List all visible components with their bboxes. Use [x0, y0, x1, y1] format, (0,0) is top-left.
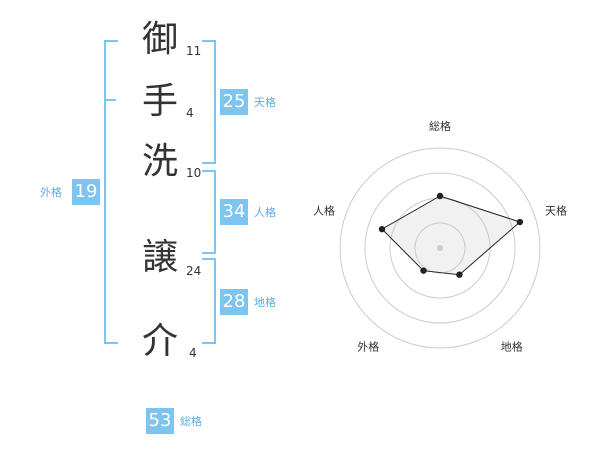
name-char-1: 御	[141, 19, 178, 60]
radar-axis-label-2: 天格	[545, 203, 567, 217]
radar-point-2	[516, 218, 524, 226]
chikaku-score: 28	[220, 289, 248, 315]
stroke-count-1: 11	[186, 44, 202, 58]
radar-point-4	[420, 267, 427, 274]
gaikaku-label: 外格	[40, 186, 62, 199]
radar-axis-label-3: 地格	[501, 340, 523, 354]
jinkaku-score: 34	[220, 199, 248, 225]
radar-rings	[339, 147, 541, 349]
radar-axis-label-1: 総格	[429, 119, 451, 133]
stroke-count-3: 10	[186, 166, 202, 180]
radar-center-dot	[437, 245, 443, 251]
gaikaku-score: 19	[72, 179, 100, 205]
jinkaku-label: 人格	[254, 206, 276, 219]
name-char-5: 介	[141, 321, 178, 362]
radar-axis-label-5: 人格	[313, 203, 335, 217]
stroke-count-2: 4	[186, 106, 194, 120]
radar-point-1	[436, 192, 444, 200]
gaikaku-bracket-tick	[104, 99, 116, 101]
stroke-count-5: 4	[189, 346, 197, 360]
name-char-3: 洗	[141, 141, 178, 182]
radar-polygon	[378, 192, 524, 278]
tenkaku-score: 25	[220, 89, 248, 115]
soukaku-score: 53	[146, 408, 174, 434]
soukaku-label: 総格	[180, 415, 202, 428]
chikaku-label: 地格	[254, 296, 276, 309]
radar-point-3	[456, 271, 463, 278]
stroke-count-4: 24	[186, 264, 202, 278]
radar-ring-4	[339, 147, 541, 349]
radar-series-polygon	[381, 195, 521, 276]
radar-axis-label-4: 外格	[357, 340, 379, 354]
radar-ring-3	[364, 172, 516, 324]
gaikaku-bracket	[104, 40, 118, 344]
name-char-2: 手	[141, 81, 178, 122]
name-char-4: 譲	[141, 237, 178, 278]
jinkaku-bracket	[202, 170, 216, 254]
tenkaku-label: 天格	[254, 96, 276, 109]
chikaku-bracket	[202, 258, 216, 344]
tenkaku-bracket	[202, 40, 216, 164]
radar-point-5	[378, 225, 386, 233]
